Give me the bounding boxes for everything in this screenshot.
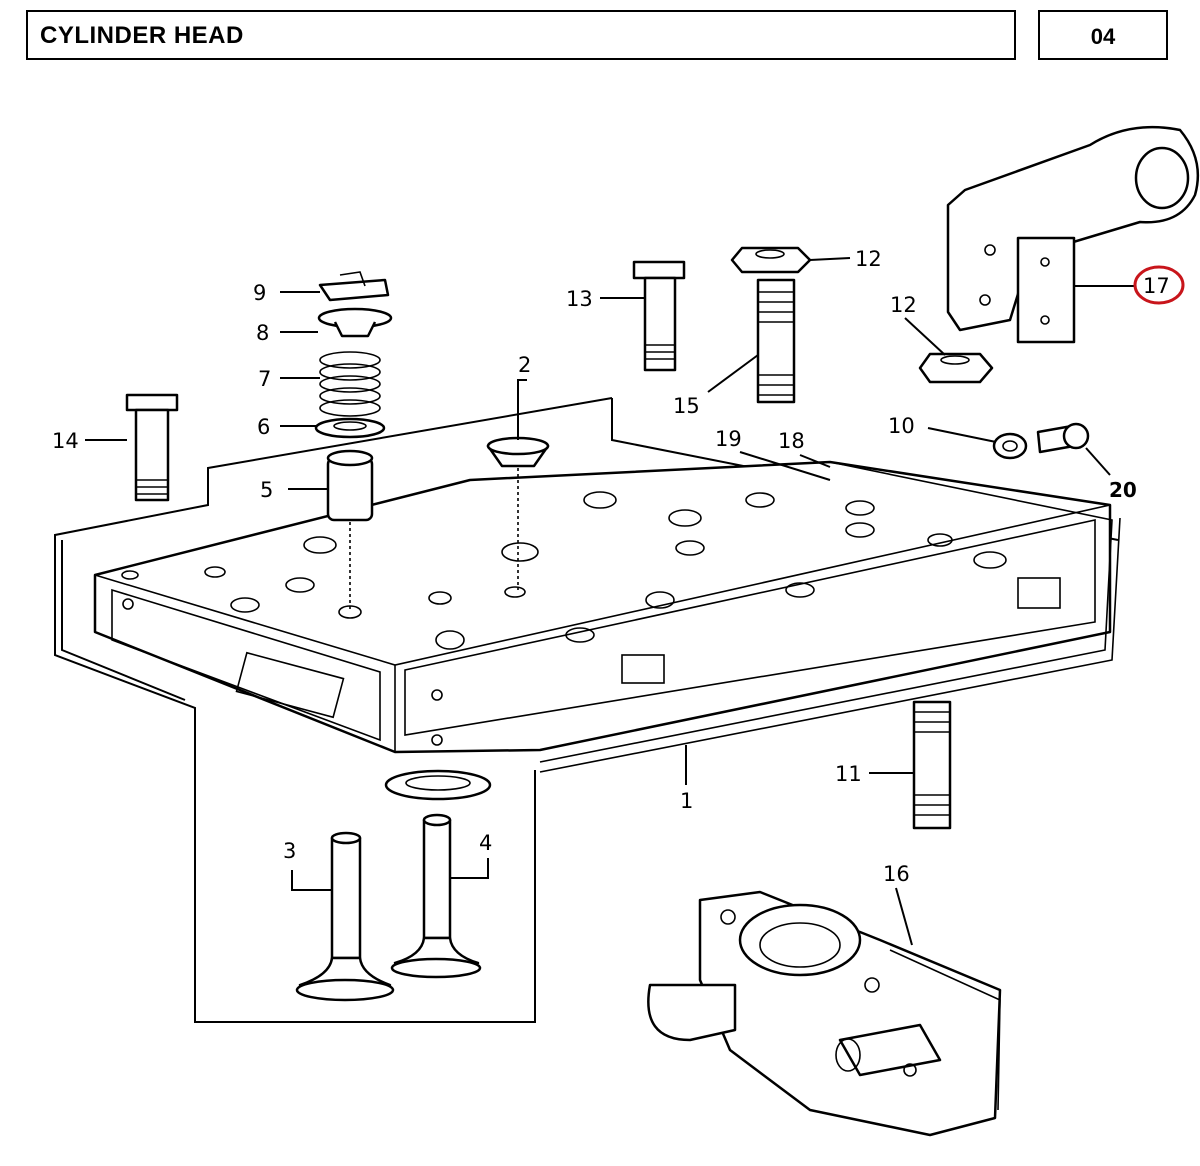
callout-17-highlight-circle [1133,265,1185,305]
part-16-thermostat-housing [647,890,1002,1137]
part-12-nut-upper [730,246,812,274]
callout-17: 17 [1143,274,1170,298]
part-2-seal-cup [486,436,550,590]
page-number-box: 04 [1038,10,1168,60]
callout-7: 7 [258,367,271,391]
part-3-inlet-valve [295,831,395,1002]
callout-3: 3 [283,839,296,863]
part-8-spring-retainer [317,307,393,338]
part-17-lifting-bracket [946,125,1200,344]
part-15-stud [756,278,796,404]
callout-4: 4 [479,831,492,855]
callout-6: 6 [257,415,270,439]
callout-9: 9 [253,281,266,305]
callout-20: 20 [1109,478,1137,502]
callout-10: 10 [888,414,915,438]
valve-seat-insert [384,769,492,801]
part-14-bolt [125,393,179,502]
callout-13: 13 [566,287,593,311]
page-title: CYLINDER HEAD [40,22,244,49]
callout-16: 16 [883,862,910,886]
part-12-nut-lower [918,352,994,384]
callout-2: 2 [518,353,531,377]
callout-11: 11 [835,762,862,786]
part-9-collets [318,271,390,302]
title-box: CYLINDER HEAD [26,10,1016,60]
part-13-bolt [632,260,686,372]
callout-19: 19 [715,427,742,451]
callout-15: 15 [673,394,700,418]
callout-1: 1 [680,789,693,813]
cylinder-head [93,460,1112,754]
callout-14: 14 [52,429,79,453]
page-number: 04 [1090,24,1116,49]
head-gasket [539,461,1121,773]
callout-12-lower: 12 [890,293,917,317]
part-5-valve-guide [326,449,374,612]
part-4-exhaust-valve [390,813,482,979]
callouts: 9 8 7 6 5 14 13 2 12 15 12 10 19 18 20 1… [52,247,1185,886]
callout-12-upper: 12 [855,247,882,271]
callout-8: 8 [256,321,269,345]
callout-5: 5 [260,478,273,502]
part-10-washer [992,432,1028,460]
part-7-valve-spring [319,351,381,417]
leader-lines [85,257,1134,946]
part-11-stud [912,700,952,830]
callout-18: 18 [778,429,805,453]
part-6-spring-seat [314,417,386,439]
part-20-banjo-bolt [1036,422,1090,454]
